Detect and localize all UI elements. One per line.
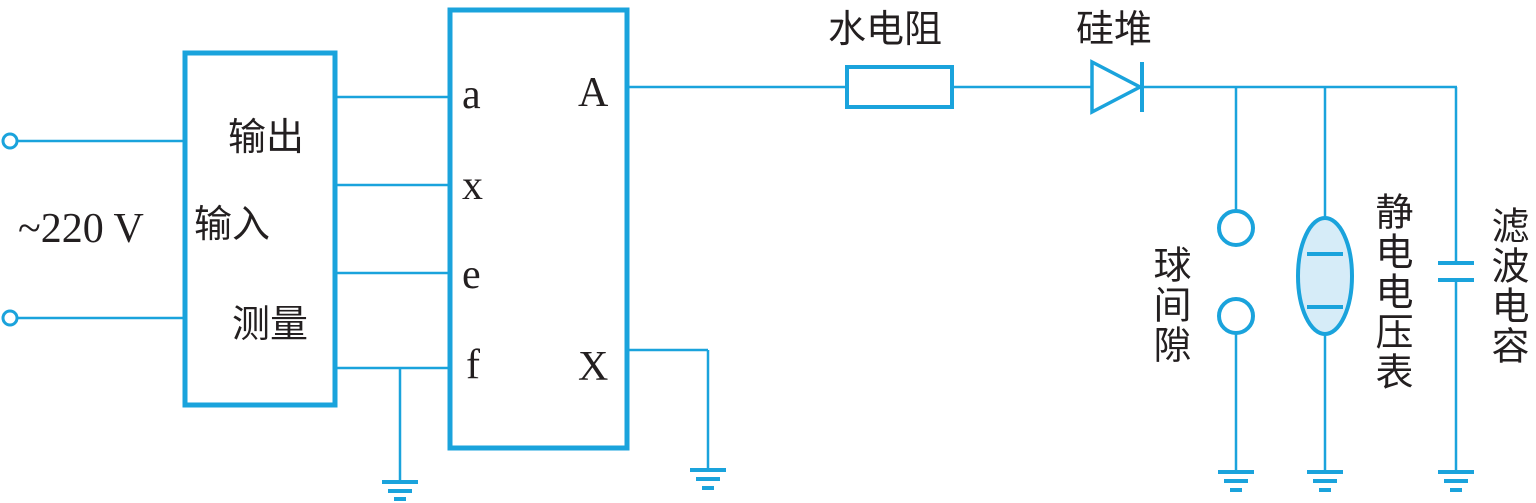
control-box [182,50,338,408]
ground-icon [382,480,418,501]
ground-icon [1218,470,1254,492]
water-resistor-label: 水电阻 [828,7,943,51]
ground-icon [1438,470,1474,492]
sphere-top [1217,209,1255,247]
sphere-gap-label: 球间隙 [1147,245,1191,365]
terminal-e: e [462,252,481,298]
terminal-A: A [578,70,609,116]
ground-icon [1307,470,1343,492]
electrostatic-voltmeter [1296,216,1354,336]
voltmeter-label: 静电电压表 [1369,192,1413,392]
input-terminal-bottom [1,309,19,327]
measure-label: 测量 [232,302,309,346]
water-resistor [845,65,954,109]
terminal-X: X [578,344,609,390]
transformer-box [447,7,630,451]
ground-icon [690,468,726,490]
input-label: 输入 [194,202,271,246]
terminal-f: f [466,342,480,388]
sphere-bottom [1217,297,1255,335]
silicon-stack-label: 硅堆 [1076,7,1153,51]
silicon-stack-diode [1090,59,1144,115]
source-voltage-label: ~220 V [18,206,144,252]
output-label: 输出 [228,115,305,159]
terminal-a: a [462,72,481,118]
capacitor-label: 滤波电容 [1485,206,1529,366]
input-terminal-top [1,132,19,150]
terminal-x: x [462,163,483,209]
